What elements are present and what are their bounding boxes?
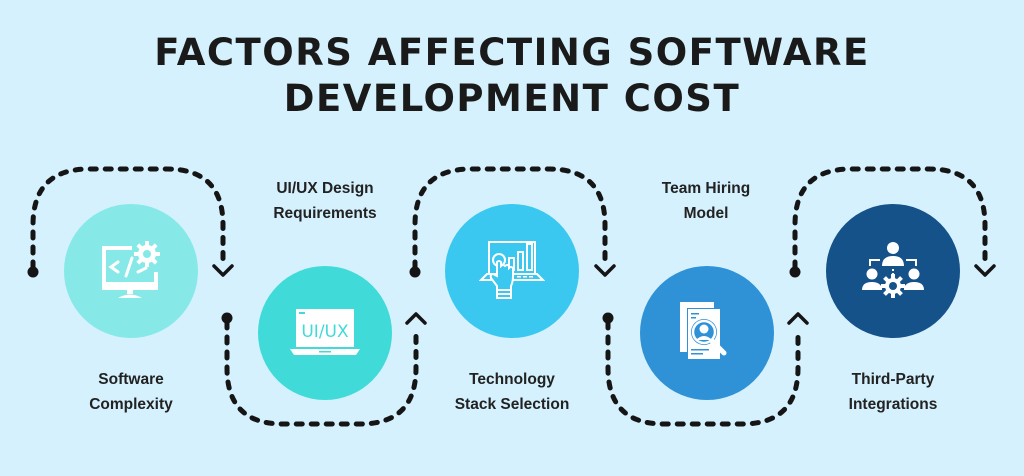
arrow-up-icon	[405, 312, 427, 325]
step-2-label: UI/UX Design Requirements	[273, 180, 377, 222]
title-line-2: DEVELOPMENT COST	[283, 77, 741, 120]
arrow-down-icon	[212, 264, 234, 277]
team-gear-network-icon	[862, 242, 924, 298]
arrow-down-icon	[974, 264, 996, 277]
step-2-circle: UI/UX	[258, 266, 392, 400]
step-4-label: Team Hiring Model	[661, 180, 751, 222]
connector-top-1	[30, 166, 226, 271]
step-3-label: Technology Stack Selection	[454, 371, 570, 413]
step-1-circle	[64, 204, 198, 338]
step-5-circle	[826, 204, 960, 338]
start-dot	[602, 312, 614, 324]
page-title: FACTORS AFFECTING SOFTWARE DEVELOPMENT C…	[0, 30, 1024, 122]
arrow-down-icon	[594, 264, 616, 277]
step-1-label: Software Complexity	[89, 371, 173, 413]
code-monitor-gear-icon	[102, 241, 160, 298]
start-dot	[409, 266, 421, 278]
uiux-laptop-icon: UI/UX	[290, 309, 360, 355]
hand-touch-chart-laptop-icon	[479, 241, 545, 299]
start-dot	[789, 266, 801, 278]
arrow-up-icon	[787, 312, 809, 325]
resume-search-icon	[680, 302, 727, 360]
svg-text:UI/UX: UI/UX	[301, 322, 349, 342]
start-dot	[221, 312, 233, 324]
title-line-1: FACTORS AFFECTING SOFTWARE	[154, 31, 870, 74]
step-5-label: Third-Party Integrations	[848, 371, 938, 413]
start-dot	[27, 266, 39, 278]
step-3-circle	[445, 204, 579, 338]
connector-top-3	[792, 166, 988, 271]
step-4-circle	[640, 266, 774, 400]
connector-top-2	[412, 166, 608, 271]
